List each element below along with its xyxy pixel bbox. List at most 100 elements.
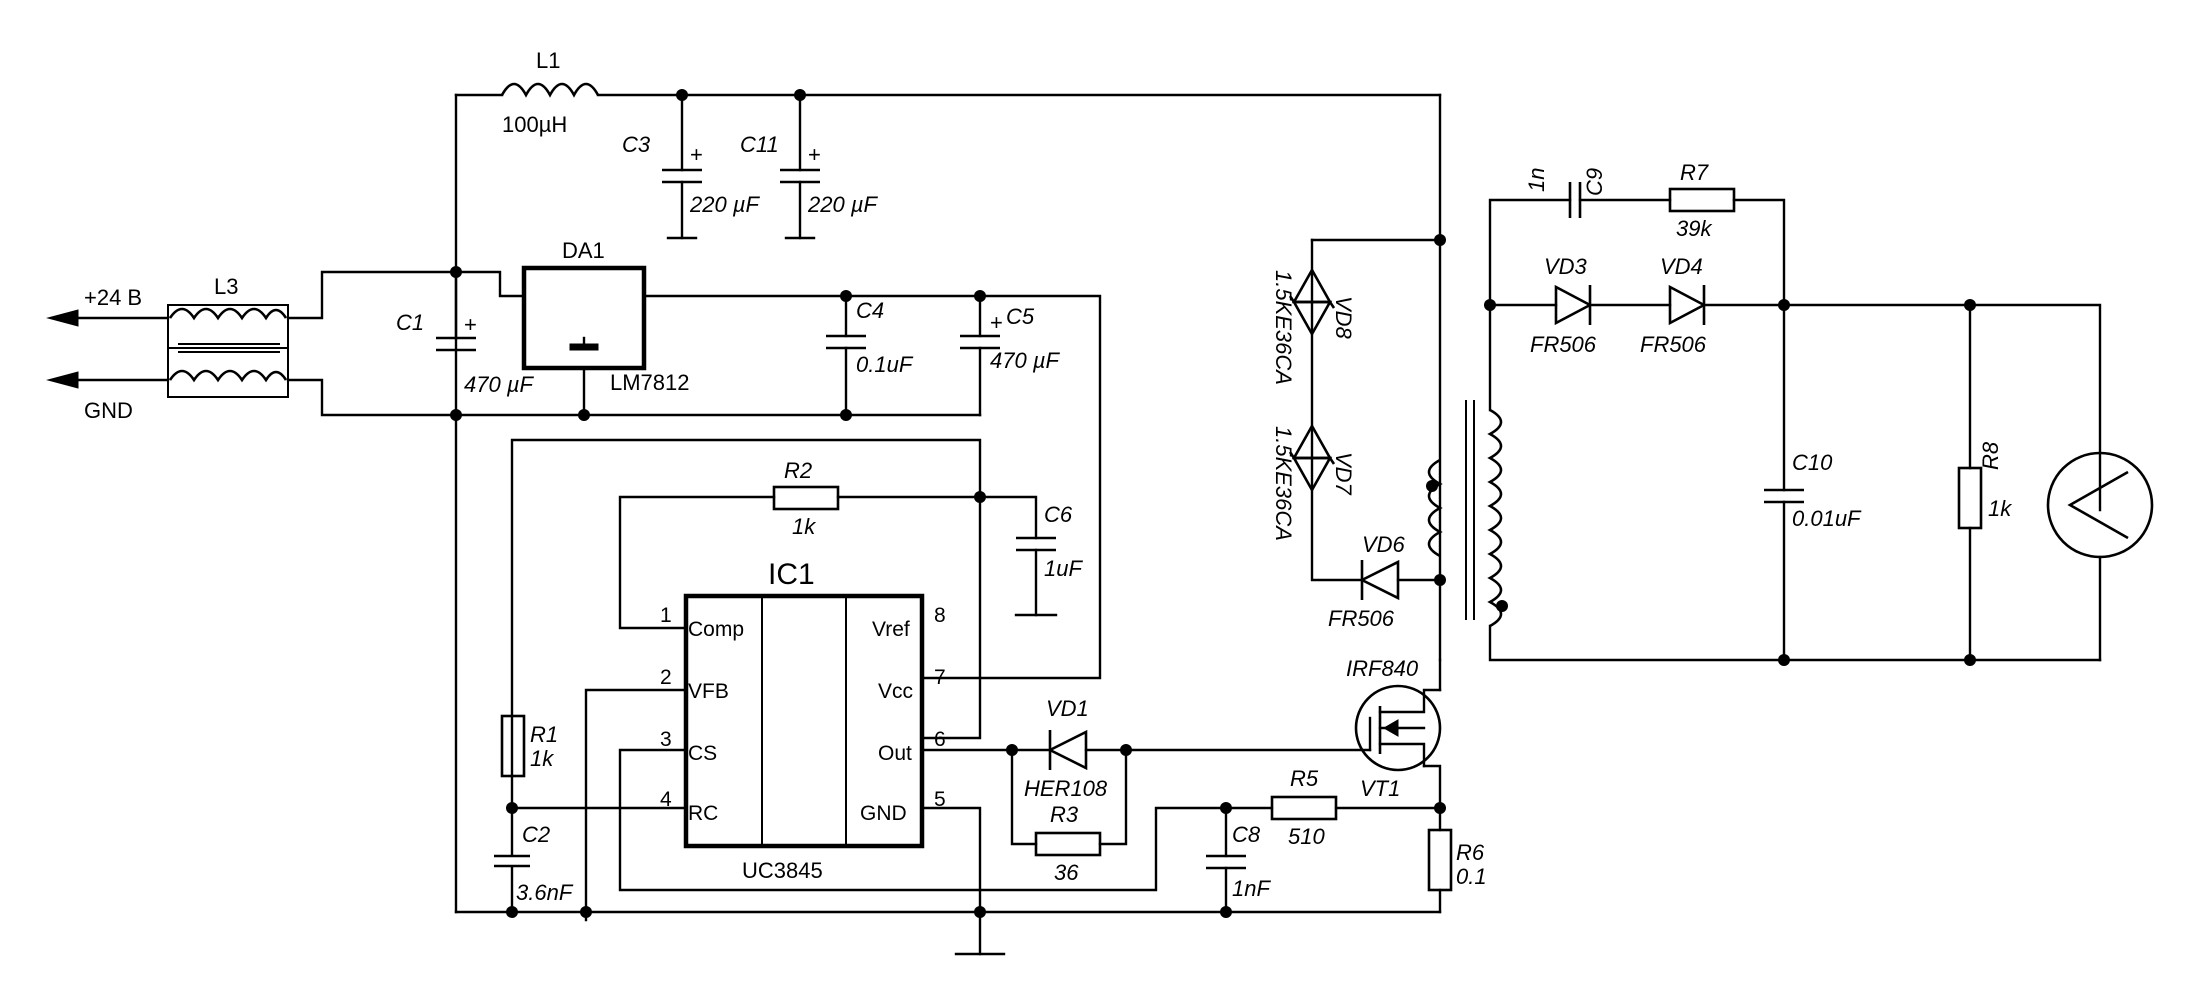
svg-text:+: + <box>690 142 703 167</box>
label-L1-value: 100µH <box>502 112 567 137</box>
voltmeter <box>2046 451 2154 662</box>
label-C6-value: 1uF <box>1044 556 1083 581</box>
resistor-R7: R7 39k <box>1668 160 1736 241</box>
label-VT1-part: IRF840 <box>1346 656 1419 681</box>
label-DA1-part: LM7812 <box>610 370 690 395</box>
svg-text:2: 2 <box>660 666 672 689</box>
label-VD3-part: FR506 <box>1530 332 1597 357</box>
label-VD3: VD3 <box>1544 254 1588 279</box>
resistor-R5: R5 510 <box>1270 766 1338 849</box>
capacitor-C1: + C1 470 µF <box>396 270 534 397</box>
label-C10: C10 <box>1792 450 1833 475</box>
resistor-R3: R3 36 <box>1034 802 1102 885</box>
label-C8: C8 <box>1232 822 1261 847</box>
label-R2-value: 1k <box>792 514 816 539</box>
label-C8-value: 1nF <box>1232 876 1271 901</box>
svg-text:GND: GND <box>860 802 907 825</box>
svg-text:CS: CS <box>688 742 717 765</box>
tvs-VD7: VD7 1.5KE36CA <box>1271 423 1356 541</box>
svg-text:Out: Out <box>878 742 912 765</box>
capacitor-C3: + C3 220 µF <box>622 93 760 240</box>
label-C4-value: 0.1uF <box>856 352 914 377</box>
arrow-icon <box>1382 719 1399 737</box>
svg-text:RC: RC <box>688 802 718 825</box>
label-C1: C1 <box>396 310 424 335</box>
label-VD6: VD6 <box>1362 532 1406 557</box>
label-R5-value: 510 <box>1288 824 1325 849</box>
capacitor-C5: + C5 470 µF <box>960 294 1060 417</box>
svg-text:7: 7 <box>934 666 946 689</box>
label-C11: C11 <box>740 132 779 157</box>
label-C1-value: 470 µF <box>464 372 534 397</box>
voltmeter-needle-icon <box>2067 470 2129 540</box>
inductor-L1: L1 100µH <box>454 48 600 137</box>
capacitor-C2: C2 3.6nF <box>494 822 574 905</box>
svg-text:8: 8 <box>934 604 946 627</box>
svg-text:3: 3 <box>660 728 672 751</box>
diode-VD6: VD6 FR506 <box>1328 532 1442 631</box>
label-R2: R2 <box>784 458 812 483</box>
label-R6: R6 <box>1456 840 1485 865</box>
label-C11-value: 220 µF <box>807 192 878 217</box>
diode-VD4: VD4 FR506 <box>1640 254 1707 357</box>
svg-text:+: + <box>808 142 821 167</box>
label-VD8: VD8 <box>1331 296 1356 340</box>
capacitor-C4: C4 0.1uF <box>826 294 914 417</box>
svg-text:Vref: Vref <box>872 618 910 641</box>
plus24-arrow-icon <box>46 309 79 327</box>
label-L3: L3 <box>214 274 238 299</box>
svg-text:+: + <box>990 310 1003 335</box>
resistor-R6: R6 0.1 <box>1427 806 1487 914</box>
label-R1-value: 1k <box>530 746 554 771</box>
label-R8: R8 <box>1978 441 2003 470</box>
svg-text:+: + <box>464 312 477 337</box>
label-VD7-part: 1.5KE36CA <box>1271 426 1296 541</box>
resistor-R1: R1 1k <box>500 714 558 778</box>
label-R6-value: 0.1 <box>1456 864 1487 889</box>
label-gnd: GND <box>84 398 133 423</box>
label-C3-value: 220 µF <box>689 192 760 217</box>
input-terminals: +24 В GND <box>46 285 170 423</box>
label-R8-value: 1k <box>1988 496 2012 521</box>
label-VD4: VD4 <box>1660 254 1703 279</box>
label-R5: R5 <box>1290 766 1319 791</box>
label-VD1-part: HER108 <box>1024 776 1108 801</box>
label-VD7: VD7 <box>1331 452 1356 496</box>
diode-VD1: VD1 HER108 <box>1024 696 1108 801</box>
label-R7-value: 39k <box>1676 216 1712 241</box>
svg-text:4: 4 <box>660 788 672 811</box>
capacitor-C8: C8 1nF <box>1206 806 1271 914</box>
label-VD1: VD1 <box>1046 696 1089 721</box>
label-C4: C4 <box>856 298 884 323</box>
svg-text:5: 5 <box>934 788 946 811</box>
mosfet-VT1: IRF840 VT1 <box>1346 656 1442 810</box>
label-R1: R1 <box>530 722 558 747</box>
resistor-R8: R8 1k <box>1957 303 2012 662</box>
capacitor-C11: + C11 220 µF <box>740 93 878 240</box>
label-C2-value: 3.6nF <box>516 880 574 905</box>
label-C5: C5 <box>1006 304 1035 329</box>
choke-L3: L3 <box>167 274 289 398</box>
svg-text:VFB: VFB <box>688 680 729 703</box>
label-IC1: IC1 <box>768 558 815 591</box>
gnd-arrow-icon <box>46 371 79 389</box>
label-R7: R7 <box>1680 160 1709 185</box>
svg-text:Comp: Comp <box>688 618 744 641</box>
svg-text:1: 1 <box>660 604 672 627</box>
label-VD8-part: 1.5KE36CA <box>1271 270 1296 385</box>
label-R3-value: 36 <box>1054 860 1079 885</box>
controller-IC1: IC1 UC3845 Comp VFB CS RC Vref Vcc Out G… <box>660 558 946 883</box>
label-C2: C2 <box>522 822 550 847</box>
label-R3: R3 <box>1050 802 1079 827</box>
transformer <box>1426 303 2102 662</box>
svg-text:Vcc: Vcc <box>878 680 913 703</box>
junction-dots <box>450 89 1976 918</box>
label-plus24: +24 В <box>84 285 142 310</box>
label-DA1: DA1 <box>562 238 605 263</box>
resistor-R2: R2 1k <box>772 458 840 539</box>
label-IC1-part: UC3845 <box>742 858 823 883</box>
svg-text:6: 6 <box>934 728 946 751</box>
label-C10-value: 0.01uF <box>1792 506 1862 531</box>
label-VT1: VT1 <box>1360 776 1400 801</box>
